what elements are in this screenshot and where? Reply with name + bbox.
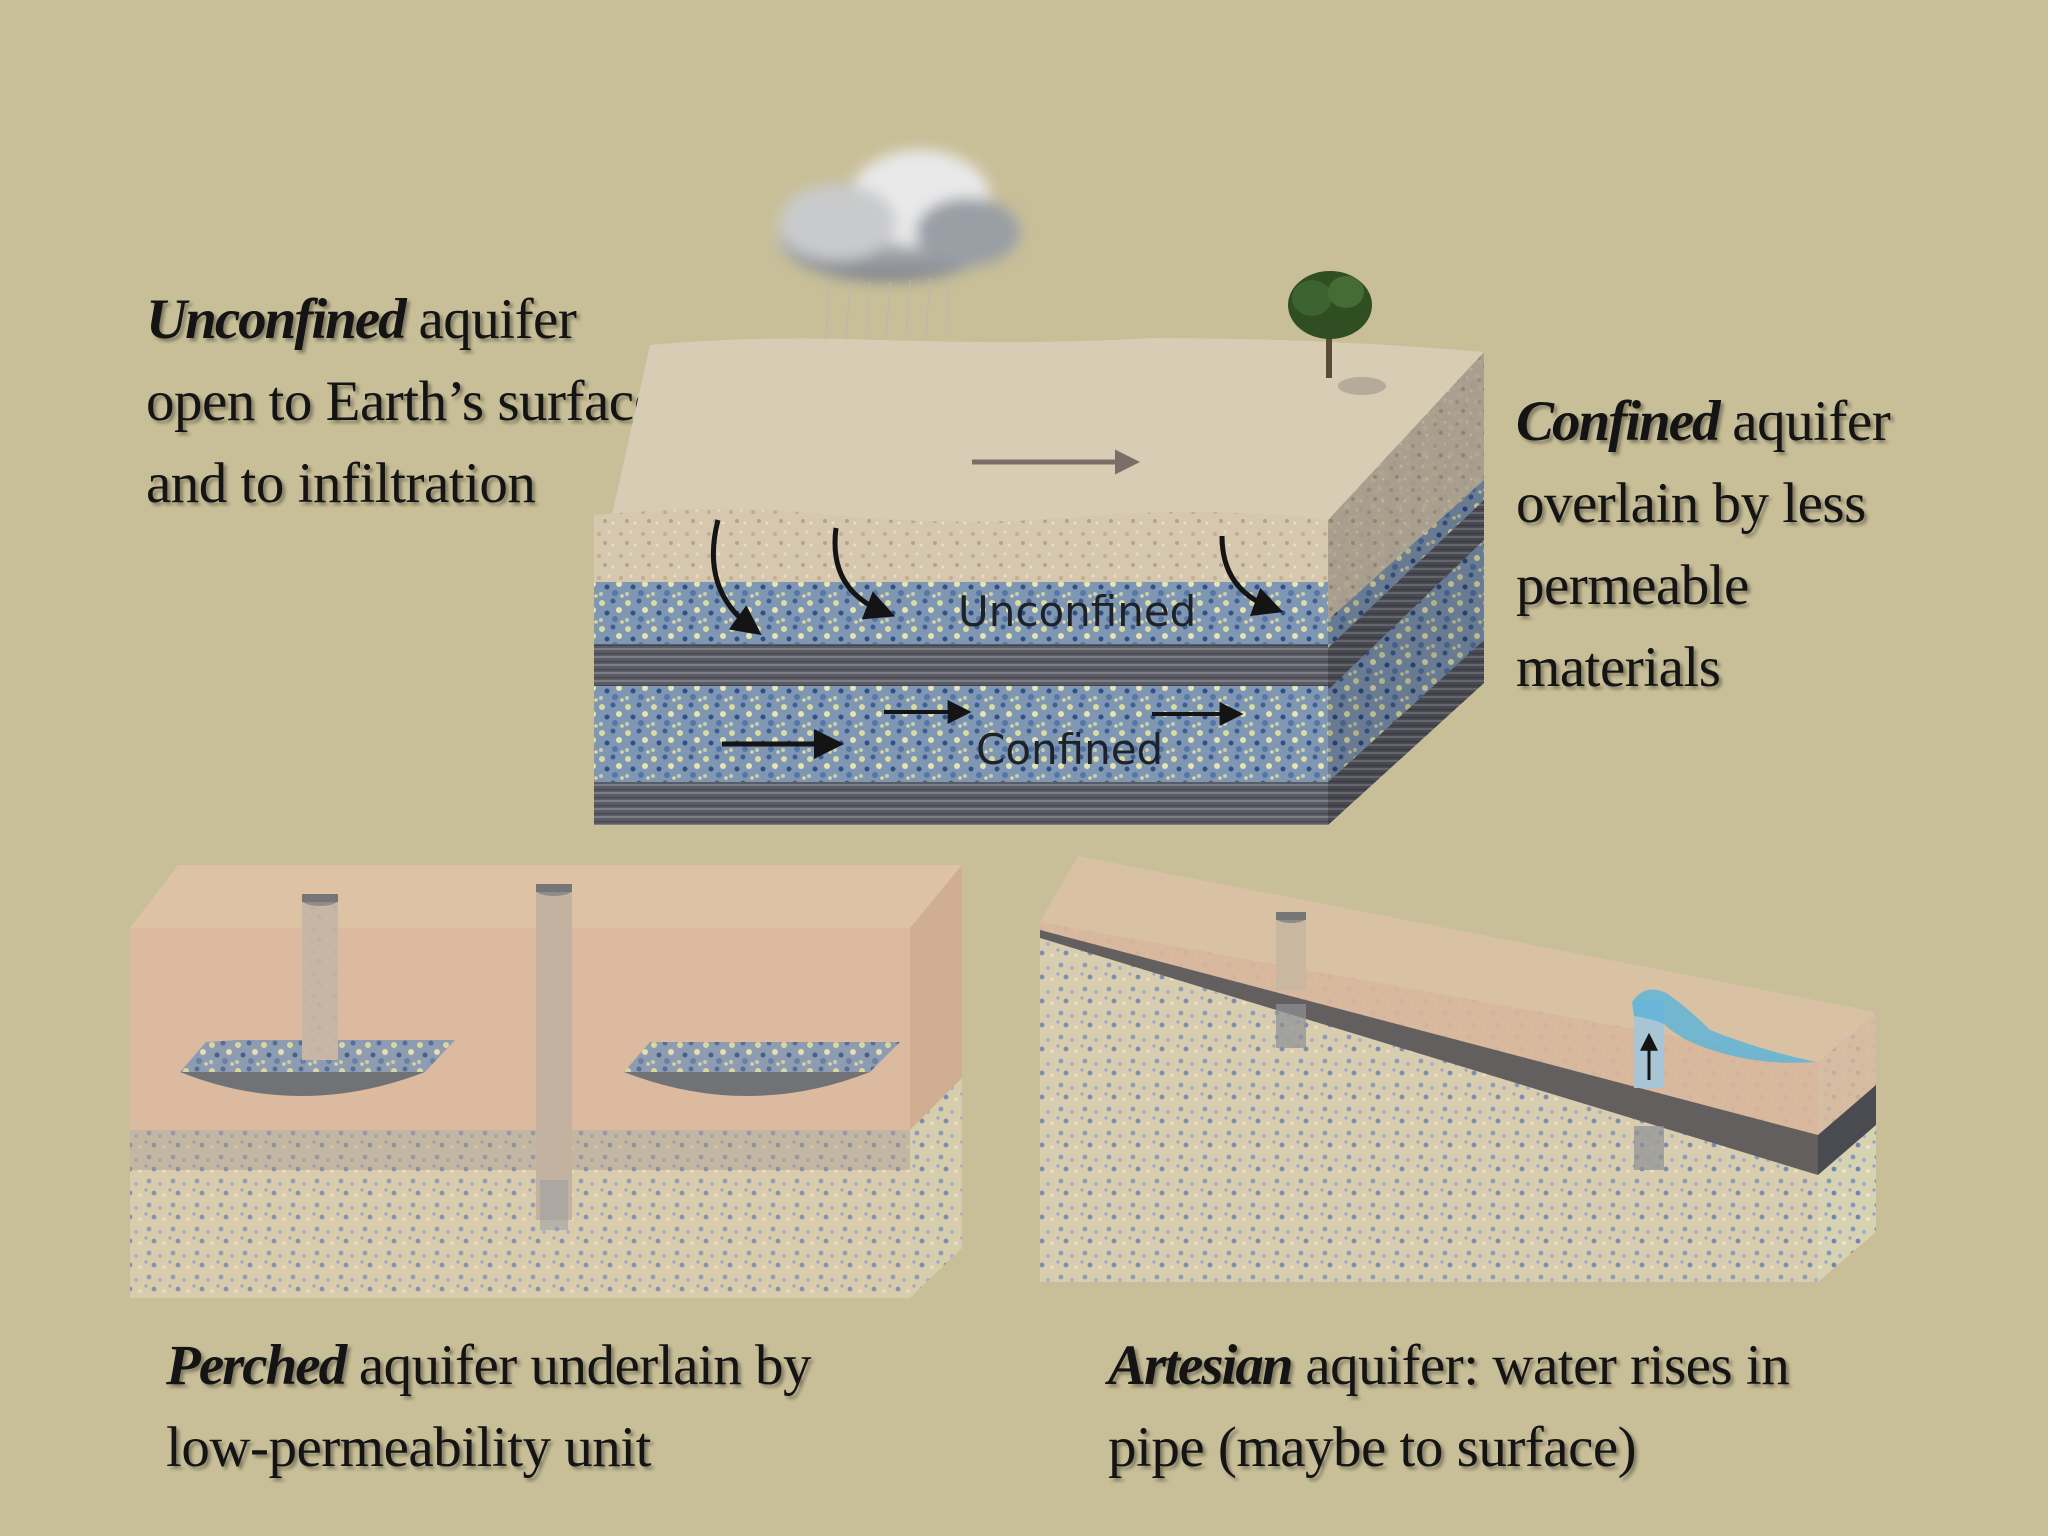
caption-artesian-aquifer: Artesian aquifer: water rises in pipe (m… — [1108, 1325, 1790, 1489]
caption-perched-aquifer: Perched aquifer underlain by low-permeab… — [166, 1325, 812, 1489]
artesian-side-top — [1818, 1012, 1876, 1135]
label-confined: Confined — [976, 725, 1163, 774]
caption-artesian-emphasis: Artesian — [1108, 1334, 1294, 1397]
unconfined-aquifer-layer — [594, 582, 1328, 644]
artesian-aquifer-block — [1040, 856, 1876, 1282]
well-pipe-icon — [536, 884, 572, 1230]
well-pipe-icon — [1634, 1000, 1664, 1170]
caption-unconfined-emphasis: Unconfined — [146, 288, 407, 351]
infiltration-arrow-icon — [710, 519, 762, 636]
confining-layer — [594, 644, 1328, 686]
caption-artesian-rest: aquifer: water rises in — [1291, 1334, 1790, 1397]
confined-aquifer-layer — [594, 686, 1328, 782]
side-shade — [1328, 352, 1484, 825]
caption-unconfined-line-3: and to infiltration — [146, 452, 536, 515]
caption-confined-line-4: materials — [1516, 636, 1721, 699]
label-unconfined: Unconfined — [958, 587, 1196, 636]
cloud-icon — [778, 150, 1020, 341]
caption-perched-line-2: low-permeability unit — [166, 1416, 651, 1479]
water-table-band — [130, 1130, 910, 1170]
artesian-sand-body — [1040, 922, 1818, 1282]
bottom-aquitard-layer — [594, 782, 1328, 825]
caption-unconfined-line-1: Unconfined aquifer — [146, 279, 658, 361]
side-aquitard-bottom — [1328, 640, 1484, 825]
caption-unconfined-line-2: open to Earth’s surface — [146, 370, 659, 433]
caption-perched-rest: aquifer underlain by — [345, 1334, 812, 1397]
caption-perched-emphasis: Perched — [166, 1334, 347, 1397]
caption-artesian-line-1: Artesian aquifer: water rises in — [1108, 1325, 1790, 1407]
caption-unconfined-rest: aquifer — [404, 288, 577, 351]
tree-icon — [1288, 271, 1386, 395]
block-top-surface — [612, 338, 1484, 522]
caption-unconfined-aquifer: Unconfined aquifer open to Earth’s surfa… — [146, 279, 659, 525]
caption-confined-line-2: overlain by less — [1516, 472, 1866, 535]
layered-aquifer-block: Unconfined Confined — [594, 150, 1484, 825]
side-soil — [1328, 352, 1484, 620]
caption-confined-emphasis: Confined — [1516, 390, 1721, 453]
soil-layer — [594, 509, 1328, 582]
caption-confined-rest: aquifer — [1718, 390, 1891, 453]
perched-lens — [624, 1042, 900, 1096]
caption-perched-line-1: Perched aquifer underlain by — [166, 1325, 812, 1407]
artesian-side-confining — [1818, 1085, 1876, 1175]
artesian-confining-layer — [1040, 930, 1818, 1175]
artesian-upper-zone — [1040, 922, 1818, 1135]
perched-aquifer-block — [130, 865, 962, 1298]
infiltration-arrow-icon — [1219, 535, 1284, 617]
perched-saturated-zone — [130, 1130, 910, 1298]
perched-tint — [130, 928, 910, 1298]
infiltration-arrow-icon — [832, 527, 896, 620]
well-pipe-icon — [302, 894, 338, 1060]
well-pipe-icon — [1276, 912, 1306, 1048]
perched-side-sand — [910, 1078, 962, 1298]
artesian-tint — [1040, 922, 1818, 1282]
caption-confined-line-1: Confined aquifer — [1516, 381, 1891, 463]
caption-artesian-line-2: pipe (maybe to surface) — [1108, 1416, 1637, 1479]
caption-confined-aquifer: Confined aquifer overlain by less permea… — [1516, 381, 1891, 709]
perched-unsaturated-zone — [130, 928, 910, 1130]
caption-confined-line-3: permeable — [1516, 554, 1749, 617]
water-flow-icon — [1632, 989, 1816, 1063]
side-aquitard — [1328, 500, 1484, 690]
